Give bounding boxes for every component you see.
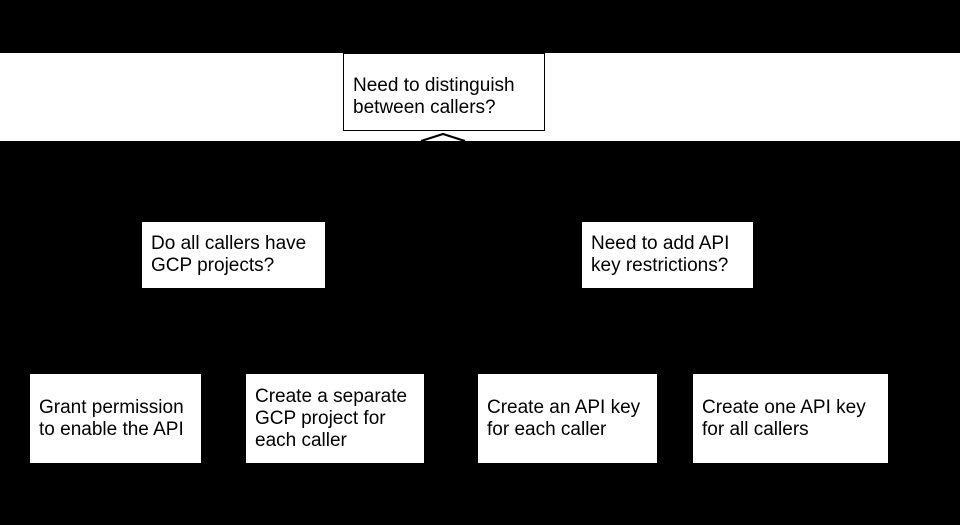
flow-node-outcome-key-per-caller: Create an API key for each caller [478,374,657,463]
flow-node-decision-key-restrictions: Need to add API key restrictions? [582,222,753,288]
flow-node-outcome-separate-project: Create a separate GCP project for each c… [246,374,424,463]
flow-node-outcome-one-key: Create one API key for all callers [693,374,888,463]
flow-node-root-label: Need to distinguish between callers? [353,75,515,118]
flow-node-outcome-one-key-label: Create one API key for all callers [702,396,866,440]
flow-node-outcome-grant-permission: Grant permission to enable the API [30,374,201,463]
flow-node-outcome-key-per-caller-label: Create an API key for each caller [487,396,641,440]
flow-node-outcome-grant-permission-label: Grant permission to enable the API [39,396,184,440]
flow-node-root-question: Need to distinguish between callers? [343,53,545,131]
decision-diamond-tip-icon [420,132,466,142]
flow-node-decision-key-restrictions-label: Need to add API key restrictions? [591,233,730,276]
flow-node-outcome-separate-project-label: Create a separate GCP project for each c… [255,385,408,451]
flow-node-decision-gcp-projects-label: Do all callers have GCP projects? [151,233,307,276]
flow-node-decision-gcp-projects: Do all callers have GCP projects? [142,222,325,288]
